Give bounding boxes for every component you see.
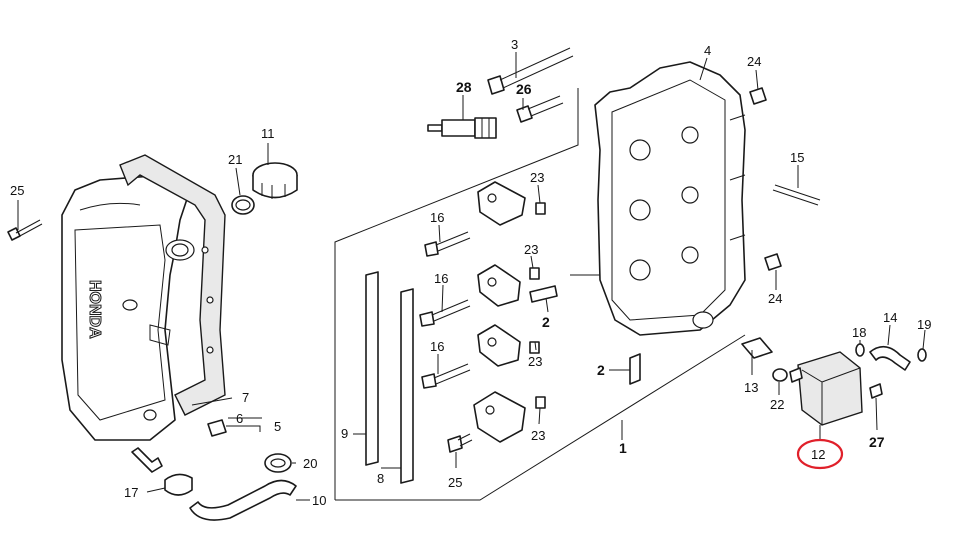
callout-20: 20 — [303, 456, 317, 471]
clip-18[interactable] — [855, 343, 865, 357]
callout-11: 11 — [261, 126, 275, 141]
callout-16-3: 16 — [430, 339, 444, 354]
joint-13[interactable] — [741, 337, 773, 359]
callout-24-bottom: 24 — [768, 291, 782, 306]
fuel-pump[interactable] — [789, 351, 863, 426]
grommet-6[interactable] — [207, 419, 227, 437]
callout-25-left: 25 — [10, 183, 24, 198]
highlight-ring-12 — [796, 438, 844, 470]
callout-23-3: 23 — [528, 354, 542, 369]
callout-23-2: 23 — [524, 242, 538, 257]
callout-2-lower: 2 — [597, 362, 605, 378]
dowel-23-1[interactable] — [535, 202, 546, 215]
o-ring-21[interactable] — [231, 195, 255, 215]
shaft-8[interactable] — [400, 288, 414, 484]
callout-14: 14 — [883, 310, 897, 325]
bolt-16-1[interactable] — [424, 231, 471, 257]
drain-pipe[interactable] — [131, 447, 163, 473]
callout-23-1: 23 — [530, 170, 544, 185]
bolt-25-left[interactable] — [7, 219, 43, 241]
callout-18: 18 — [852, 325, 866, 340]
oil-filler-cap[interactable] — [252, 162, 298, 199]
clip-19[interactable] — [917, 348, 927, 362]
callout-24-top: 24 — [747, 54, 761, 69]
stud-15[interactable] — [772, 184, 821, 206]
callout-1: 1 — [619, 440, 627, 456]
hose-clamp-20[interactable] — [264, 453, 292, 473]
callout-28: 28 — [456, 79, 472, 95]
bolt-25-bottom[interactable] — [447, 433, 473, 453]
callout-12: 12 — [811, 447, 825, 462]
dowel-23-3[interactable] — [529, 341, 540, 354]
bolt-3[interactable] — [487, 47, 574, 95]
callout-5: 5 — [274, 419, 281, 434]
callout-22: 22 — [770, 397, 784, 412]
dowel-23-2[interactable] — [529, 267, 540, 280]
bolt-16-3[interactable] — [421, 363, 471, 389]
callout-19: 19 — [917, 317, 931, 332]
cam-holder-2[interactable] — [477, 264, 521, 307]
dowel-24-top[interactable] — [749, 87, 767, 105]
cam-holder-3[interactable] — [477, 324, 521, 367]
callout-27: 27 — [869, 434, 885, 450]
callout-16-2: 16 — [434, 271, 448, 286]
dowel-pin-2-upper[interactable] — [529, 285, 558, 303]
bolt-26[interactable] — [516, 95, 564, 123]
callout-4: 4 — [704, 43, 711, 58]
callout-15: 15 — [790, 150, 804, 165]
callout-16-1: 16 — [430, 210, 444, 225]
callout-26: 26 — [516, 81, 532, 97]
callout-13: 13 — [744, 380, 758, 395]
cam-holder-top[interactable] — [477, 181, 526, 226]
screw-27[interactable] — [869, 383, 883, 399]
cam-holder-4[interactable] — [473, 391, 526, 443]
shaft-9[interactable] — [365, 271, 379, 466]
dowel-pin-2-lower[interactable] — [629, 353, 641, 385]
callout-9: 9 — [341, 426, 348, 441]
callout-25-bottom: 25 — [448, 475, 462, 490]
spark-plug[interactable] — [427, 117, 497, 139]
callout-23-4: 23 — [531, 428, 545, 443]
breather-hose[interactable] — [189, 479, 297, 521]
pipe-14[interactable] — [869, 345, 911, 371]
o-ring-22[interactable] — [772, 368, 788, 382]
callout-8: 8 — [377, 471, 384, 486]
leader-lines — [17, 52, 926, 501]
hose-clamp-17[interactable] — [164, 473, 193, 496]
callout-7: 7 — [242, 390, 249, 405]
callout-17: 17 — [124, 485, 138, 500]
dowel-23-4[interactable] — [535, 396, 546, 409]
bolt-16-2[interactable] — [419, 299, 471, 327]
callouts: 25 11 21 7 6 5 17 20 10 3 28 26 4 24 15 … — [10, 37, 931, 508]
callout-21: 21 — [228, 152, 242, 167]
callout-3: 3 — [511, 37, 518, 52]
honda-logo: HONDA — [86, 280, 103, 339]
callout-2-upper: 2 — [542, 314, 550, 330]
cylinder-head-cover[interactable]: HONDA — [61, 174, 195, 441]
cylinder-head[interactable] — [594, 61, 746, 336]
dowel-24-bottom[interactable] — [764, 253, 782, 271]
callout-10: 10 — [312, 493, 326, 508]
cover-gasket[interactable] — [119, 154, 226, 416]
callout-6: 6 — [236, 411, 243, 426]
